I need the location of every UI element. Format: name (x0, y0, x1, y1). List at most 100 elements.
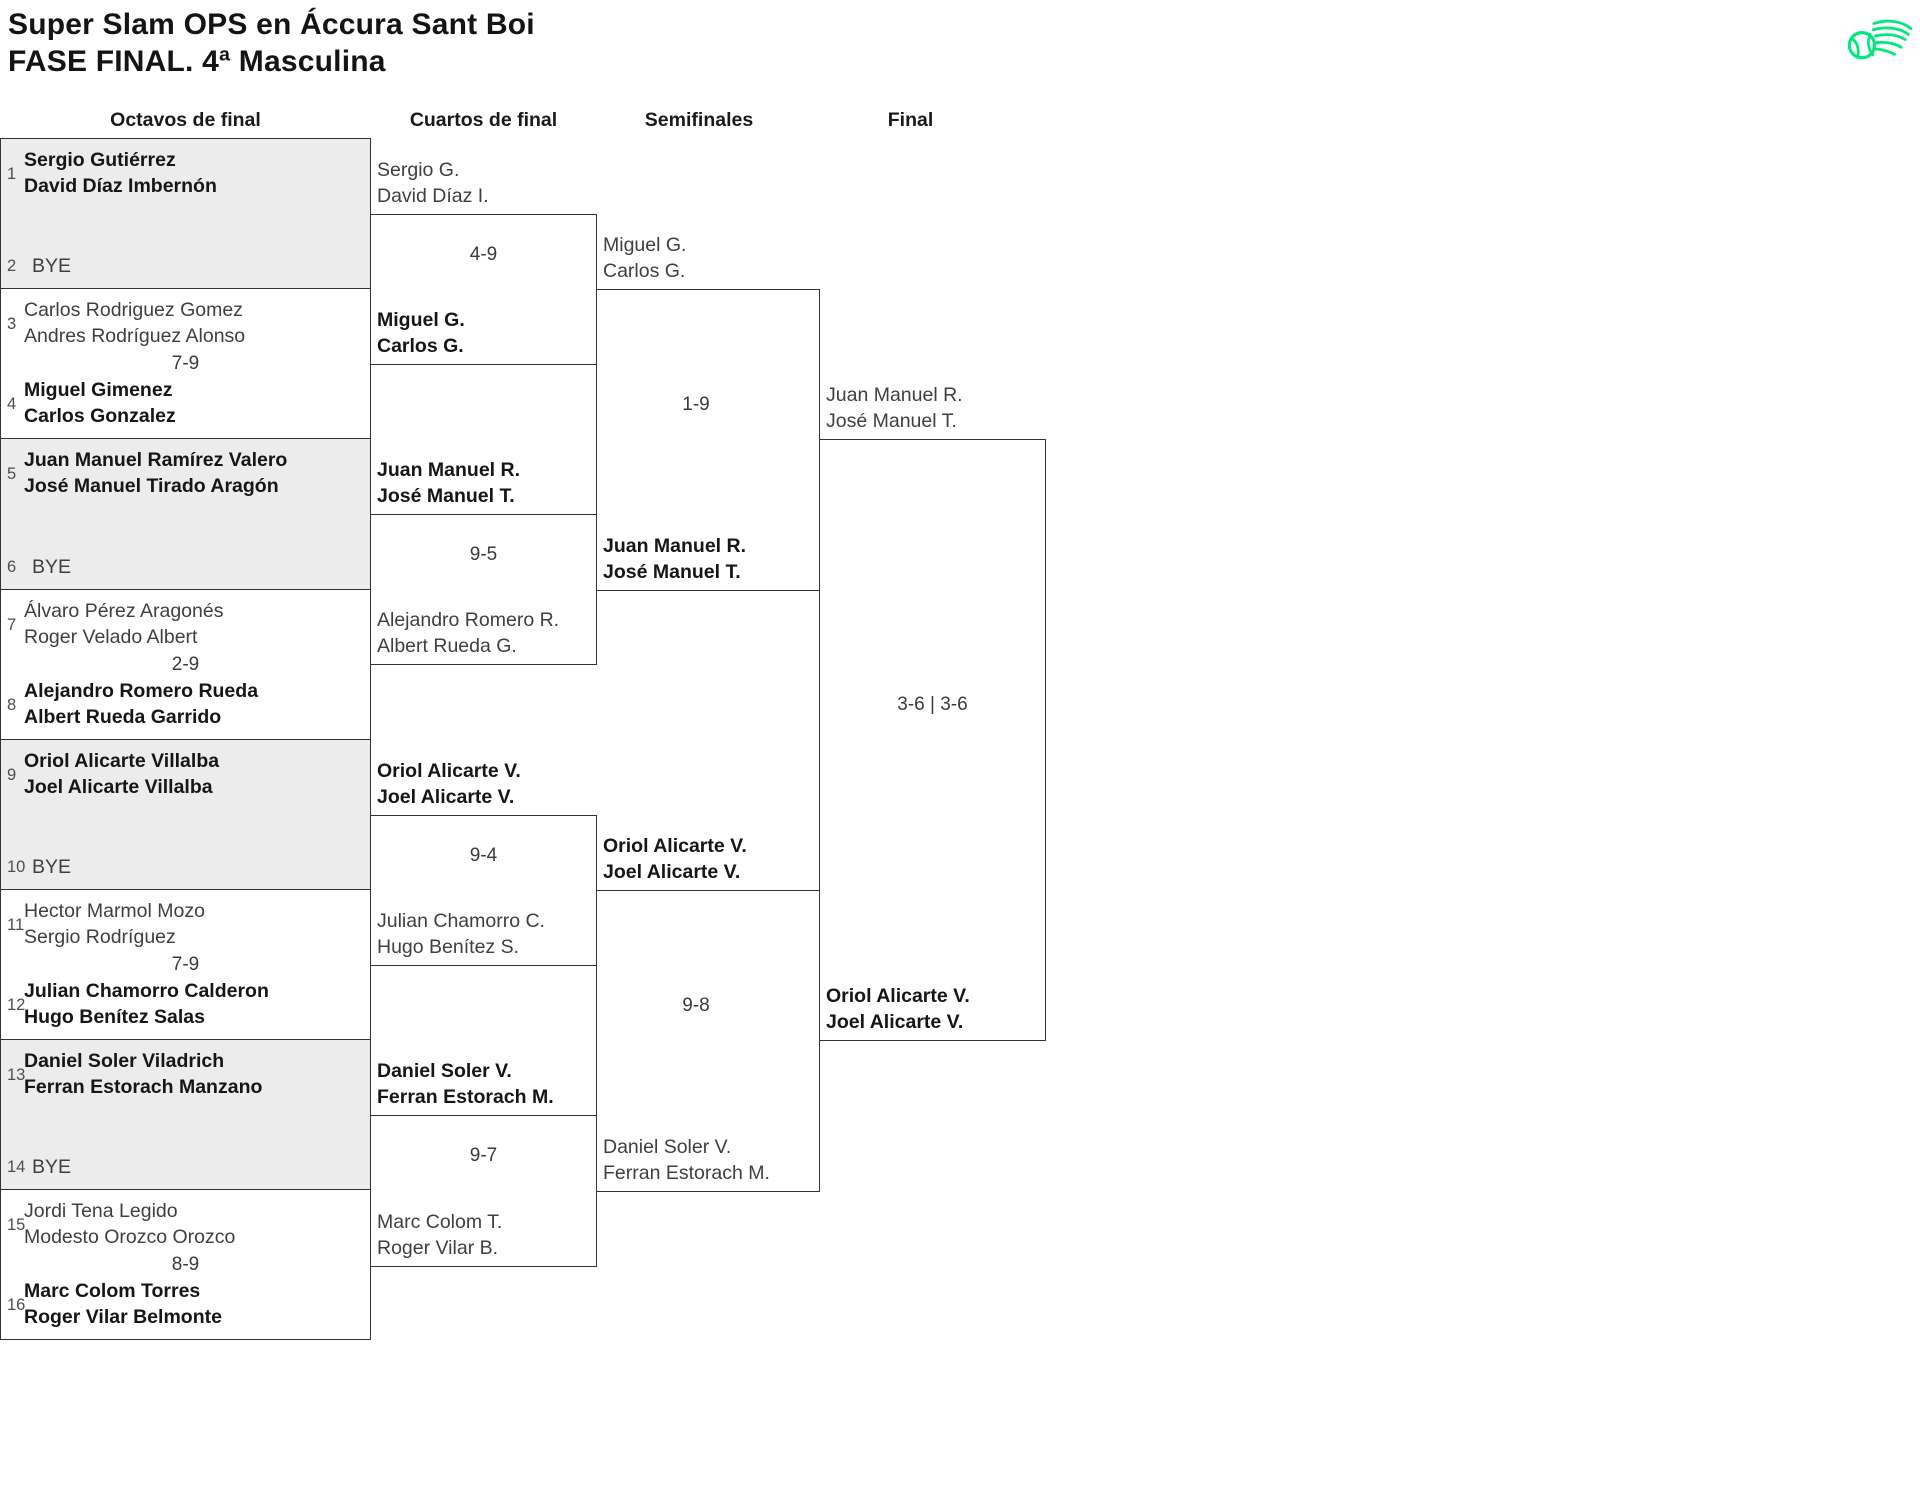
team-name: Daniel Soler V. (377, 1060, 512, 1082)
team-entry: 13 Daniel Soler Viladrich Ferran Estorac… (1, 1049, 368, 1100)
round-header-semifinales: Semifinales (644, 109, 754, 131)
team-name: Juan Manuel R. (603, 535, 747, 557)
team-label: Juan Manuel R. José Manuel T. (377, 458, 520, 509)
seed-number: 8 (7, 695, 17, 714)
bye-entry: 6 BYE (1, 555, 368, 581)
team-entry: 3 Carlos Rodriguez Gomez Andres Rodrígue… (1, 298, 368, 349)
team-name: Joel Alicarte V. (826, 1010, 964, 1033)
seed-number: 14 (7, 1158, 26, 1177)
team-entry: 16 Marc Colom Torres Roger Vilar Belmont… (1, 1279, 368, 1330)
player-name: Hector Marmol Mozo (24, 900, 205, 922)
match-score: 8-9 (171, 1253, 200, 1275)
player-name: Sergio Rodríguez (24, 925, 176, 948)
team-label: Oriol Alicarte V. Joel Alicarte V. (826, 984, 970, 1035)
team-entry: 9 Oriol Alicarte Villalba Joel Alicarte … (1, 749, 368, 800)
match-box-of-7: 13 Daniel Soler Viladrich Ferran Estorac… (0, 1039, 371, 1190)
team-name: Joel Alicarte V. (603, 860, 741, 883)
team-name: Joel Alicarte V. (377, 785, 515, 808)
player-name: Andres Rodríguez Alonso (24, 324, 246, 347)
bye-label: BYE (32, 254, 72, 277)
team-name: José Manuel T. (603, 560, 741, 583)
match-box-of-6: 11 Hector Marmol Mozo Sergio Rodríguez 7… (0, 889, 371, 1040)
page-title: Super Slam OPS en Áccura Sant Boi FASE F… (8, 6, 535, 80)
team-label: Oriol Alicarte V. Joel Alicarte V. (377, 759, 521, 810)
player-name: Jordi Tena Legido (24, 1200, 178, 1222)
player-name: Modesto Orozco Orozco (24, 1225, 236, 1248)
team-label: Daniel Soler V. Ferran Estorach M. (603, 1135, 770, 1186)
team-entry: 5 Juan Manuel Ramírez Valero José Manuel… (1, 448, 368, 499)
seed-number: 12 (7, 995, 26, 1014)
round-header-final: Final (887, 109, 934, 131)
match-box-of-5: 9 Oriol Alicarte Villalba Joel Alicarte … (0, 739, 371, 890)
seed-number: 11 (7, 915, 25, 934)
team-entry: 11 Hector Marmol Mozo Sergio Rodríguez (1, 899, 368, 950)
team-name: Carlos G. (603, 259, 686, 282)
seed-number: 7 (7, 615, 17, 634)
team-name: Oriol Alicarte V. (603, 835, 747, 857)
player-name: Carlos Gonzalez (24, 404, 176, 427)
match-score: 7-9 (171, 352, 200, 374)
player-name: Marc Colom Torres (24, 1280, 201, 1302)
match-box-qf-2 (370, 514, 597, 665)
player-name: Albert Rueda Garrido (24, 705, 222, 728)
team-name: Ferran Estorach M. (377, 1085, 554, 1108)
team-name: Juan Manuel R. (826, 384, 963, 406)
team-label: Miguel G. Carlos G. (377, 308, 465, 359)
match-box-qf-4 (370, 1115, 597, 1267)
player-name: Daniel Soler Viladrich (24, 1050, 225, 1072)
team-name: Oriol Alicarte V. (377, 760, 521, 782)
player-name: Álvaro Pérez Aragonés (24, 600, 224, 622)
team-label: Miguel G. Carlos G. (603, 233, 686, 284)
tournament-name: Super Slam OPS en Áccura Sant Boi (8, 8, 535, 41)
team-label: Oriol Alicarte V. Joel Alicarte V. (603, 834, 747, 885)
bye-label: BYE (32, 855, 72, 878)
seed-number: 10 (7, 858, 26, 877)
team-entry: 8 Alejandro Romero Rueda Albert Rueda Ga… (1, 679, 368, 730)
seed-number: 13 (7, 1065, 26, 1084)
player-name: Roger Velado Albert (24, 625, 198, 648)
match-score: 3-6 | 3-6 (897, 694, 968, 715)
match-box-sf-1 (596, 289, 820, 591)
match-box-of-1: 1 Sergio Gutiérrez David Díaz Imbernón 2… (0, 138, 371, 289)
player-name: Juan Manuel Ramírez Valero (24, 449, 288, 471)
bye-entry: 14 BYE (1, 1155, 368, 1181)
team-name: José Manuel T. (826, 409, 957, 432)
team-name: Alejandro Romero R. (377, 609, 560, 631)
seed-number: 3 (7, 314, 17, 333)
match-box-final (819, 439, 1046, 1041)
team-name: Julian Chamorro C. (377, 910, 545, 932)
seed-number: 16 (7, 1295, 26, 1314)
team-name: Juan Manuel R. (377, 459, 521, 481)
team-name: Miguel G. (377, 309, 465, 331)
ball-swoosh-logo (1847, 19, 1912, 60)
player-name: Carlos Rodriguez Gomez (24, 299, 243, 321)
team-name: Roger Vilar B. (377, 1236, 499, 1259)
team-name: Miguel G. (603, 234, 687, 256)
match-score: 9-8 (682, 995, 710, 1016)
player-name: Sergio Gutiérrez (24, 149, 176, 171)
team-name: Oriol Alicarte V. (826, 985, 970, 1007)
round-header-cuartos: Cuartos de final (409, 109, 558, 131)
team-name: David Díaz I. (377, 184, 489, 207)
bye-label: BYE (32, 1155, 72, 1178)
seed-number: 15 (7, 1215, 26, 1234)
match-box-of-8: 15 Jordi Tena Legido Modesto Orozco Oroz… (0, 1189, 371, 1340)
match-score: 9-4 (469, 845, 498, 866)
player-name: Oriol Alicarte Villalba (24, 750, 220, 772)
team-name: Hugo Benítez S. (377, 935, 520, 958)
team-label: Juan Manuel R. José Manuel T. (603, 534, 746, 585)
seed-number: 5 (7, 464, 17, 483)
player-name: Joel Alicarte Villalba (24, 775, 213, 798)
team-entry: 1 Sergio Gutiérrez David Díaz Imbernón (1, 148, 368, 199)
player-name: Julian Chamorro Calderon (24, 980, 269, 1002)
team-name: Carlos G. (377, 334, 464, 357)
player-name: Roger Vilar Belmonte (24, 1305, 222, 1328)
team-label: Sergio G. David Díaz I. (377, 158, 489, 209)
team-label: Marc Colom T. Roger Vilar B. (377, 1210, 502, 1261)
player-name: José Manuel Tirado Aragón (24, 474, 279, 497)
match-box-of-4: 7 Álvaro Pérez Aragonés Roger Velado Alb… (0, 589, 371, 740)
team-name: Marc Colom T. (377, 1211, 503, 1233)
team-name: Daniel Soler V. (603, 1136, 732, 1158)
round-header-octavos: Octavos de final (110, 109, 261, 131)
team-label: Juan Manuel R. José Manuel T. (826, 383, 963, 434)
